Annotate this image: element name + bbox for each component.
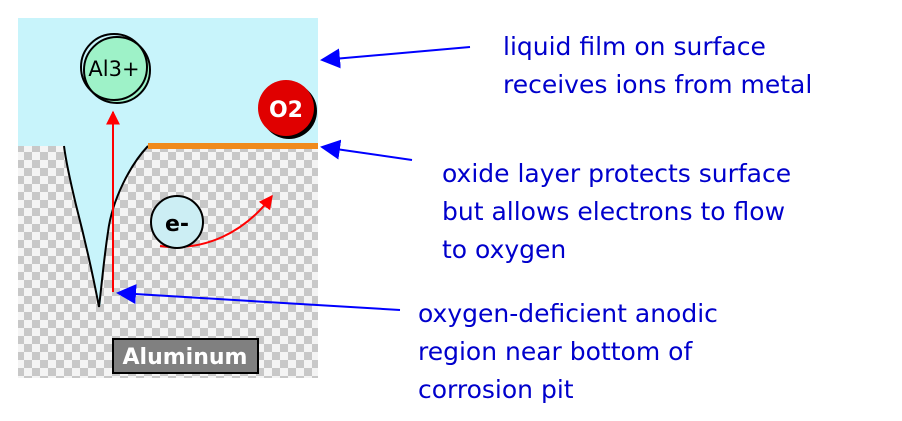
aluminum-ion-circle-icon: Al3+ — [80, 33, 151, 104]
anodic-region-pointer — [116, 284, 401, 311]
aluminum-label: Aluminum — [123, 345, 248, 370]
corrosion-pit — [64, 146, 148, 305]
anodic-region-callout: oxygen-deficient anodic region near bott… — [418, 299, 718, 404]
oxide-layer-line-2: but allows electrons to flow — [442, 197, 785, 226]
oxide-layer-line-3: to oxygen — [442, 235, 566, 264]
oxygen-molecule-circle-icon: O2 — [258, 80, 317, 139]
electron-circle-icon: e- — [150, 195, 204, 249]
liquid-film-callout: liquid film on surface receives ions fro… — [503, 32, 812, 99]
liquid-film-pointer — [320, 46, 471, 69]
electron-label: e- — [165, 212, 189, 237]
oxide-layer-line-1: oxide layer protects surface — [442, 159, 791, 188]
ion-label: Al3+ — [88, 57, 139, 81]
pit-outline — [63, 145, 149, 308]
anodic-region-line-1: oxygen-deficient anodic — [418, 299, 718, 328]
oxide-layer-pointer — [320, 139, 413, 161]
oxide-layer-callout: oxide layer protects surface but allows … — [442, 159, 791, 264]
anodic-region-line-3: corrosion pit — [418, 375, 574, 404]
liquid-film-line-1: liquid film on surface — [503, 32, 766, 61]
liquid-film-line-2: receives ions from metal — [503, 70, 812, 99]
anodic-region-line-2: region near bottom of — [418, 337, 693, 366]
aluminum-label-box: Aluminum — [112, 338, 259, 374]
oxygen-label: O2 — [269, 98, 303, 123]
